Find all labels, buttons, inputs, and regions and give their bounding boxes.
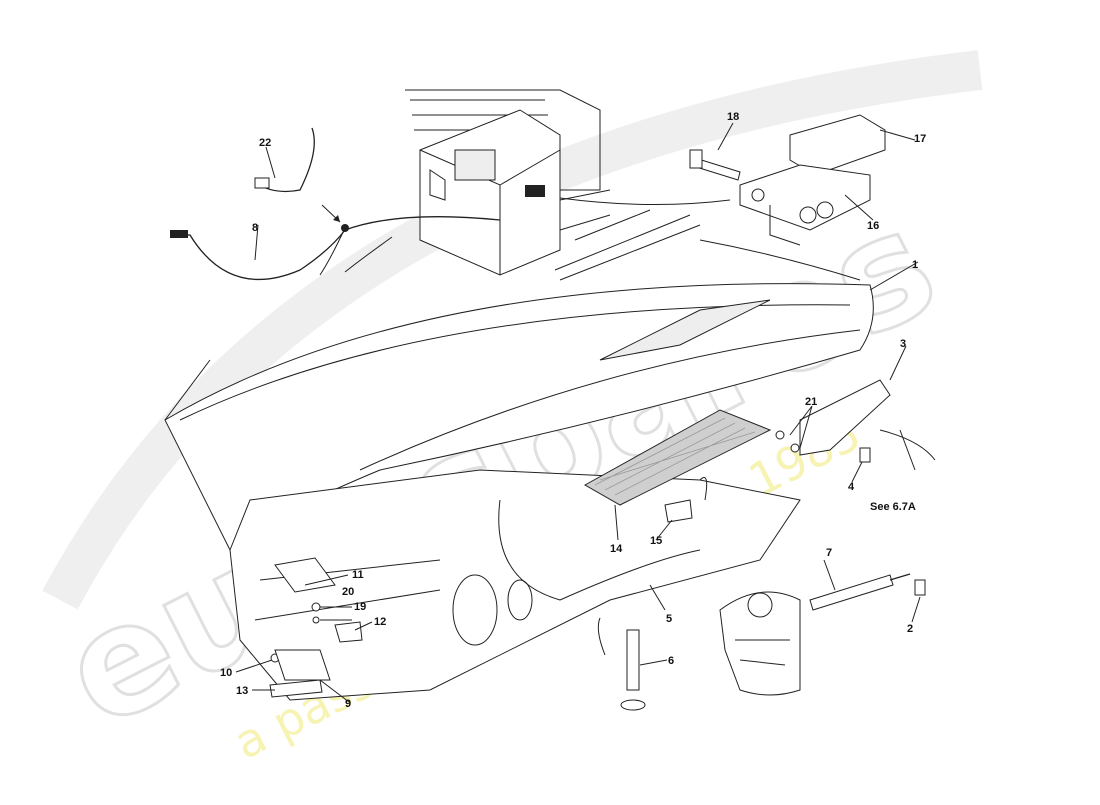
bonnet-panel [164,239,874,551]
callout-22: 22 [259,137,271,149]
damper-body [719,591,801,696]
grille-arrow [699,477,708,501]
hinge-part-17 [789,114,886,176]
callout-20: 20 [342,586,354,598]
hinge-bracket [775,379,936,471]
buffer-6 [597,617,646,711]
inner-panel-outline [229,469,801,701]
screw-19 [312,616,320,624]
screw-21b [790,443,800,453]
latch-parts [269,499,693,698]
callout-11: 11 [352,569,364,581]
buffer-stem [626,629,640,691]
plate-11 [274,557,336,593]
callout-3: 3 [900,338,906,350]
arrow-head [333,215,340,222]
leader-lines [235,122,921,703]
cable-22 [254,127,315,193]
buffer-arrow [597,617,606,656]
callout-17: 17 [914,133,926,145]
cable-assembly [170,127,731,281]
plate-13 [269,679,323,698]
mesh-grille [583,409,772,506]
strut-7 [809,574,894,611]
callout-7: 7 [826,547,832,559]
hinge-part-16 [739,164,871,231]
callout-16: 16 [867,220,879,232]
callout-labels: 1 2 3 4 5 6 7 8 9 10 11 12 13 14 15 16 1… [220,111,926,710]
buffer-foot [620,699,646,711]
callout-10: 10 [220,667,232,679]
callout-4: 4 [848,481,855,493]
callout-8: 8 [252,222,258,234]
callout-5: 5 [666,613,672,625]
callout-13: 13 [236,685,248,697]
hinge-assembly [689,114,886,246]
watermark-swoosh [42,50,983,610]
inner-panel [229,469,801,701]
callout-2: 2 [907,623,913,635]
callout-18: 18 [727,111,739,123]
bonnet-release-cable [175,216,501,281]
gas-strut [809,573,926,611]
callout-12: 12 [374,616,386,628]
latch-9 [274,649,331,681]
bulkhead-structure [405,89,701,281]
bonnet-vent-slot [599,299,771,361]
clip-15 [664,499,693,523]
callout-6: 6 [668,655,674,667]
washer-20 [311,602,321,612]
clip-12 [334,621,363,643]
screw-4 [859,447,871,463]
mesh-grille-panel [583,409,772,506]
damper-assembly [719,591,801,696]
strut-end-2 [914,579,926,596]
screw-21a [775,430,785,440]
cable-handle-end [170,230,188,238]
callout-9: 9 [345,698,351,710]
callout-19: 19 [354,601,366,613]
callout-15: 15 [650,535,662,547]
callout-21: 21 [805,396,817,408]
bonnet-outline [164,283,874,551]
bracket-3 [799,379,891,456]
callout-14: 14 [610,543,623,555]
reference-note: See 6.7A [870,501,916,513]
callout-1: 1 [912,259,918,271]
